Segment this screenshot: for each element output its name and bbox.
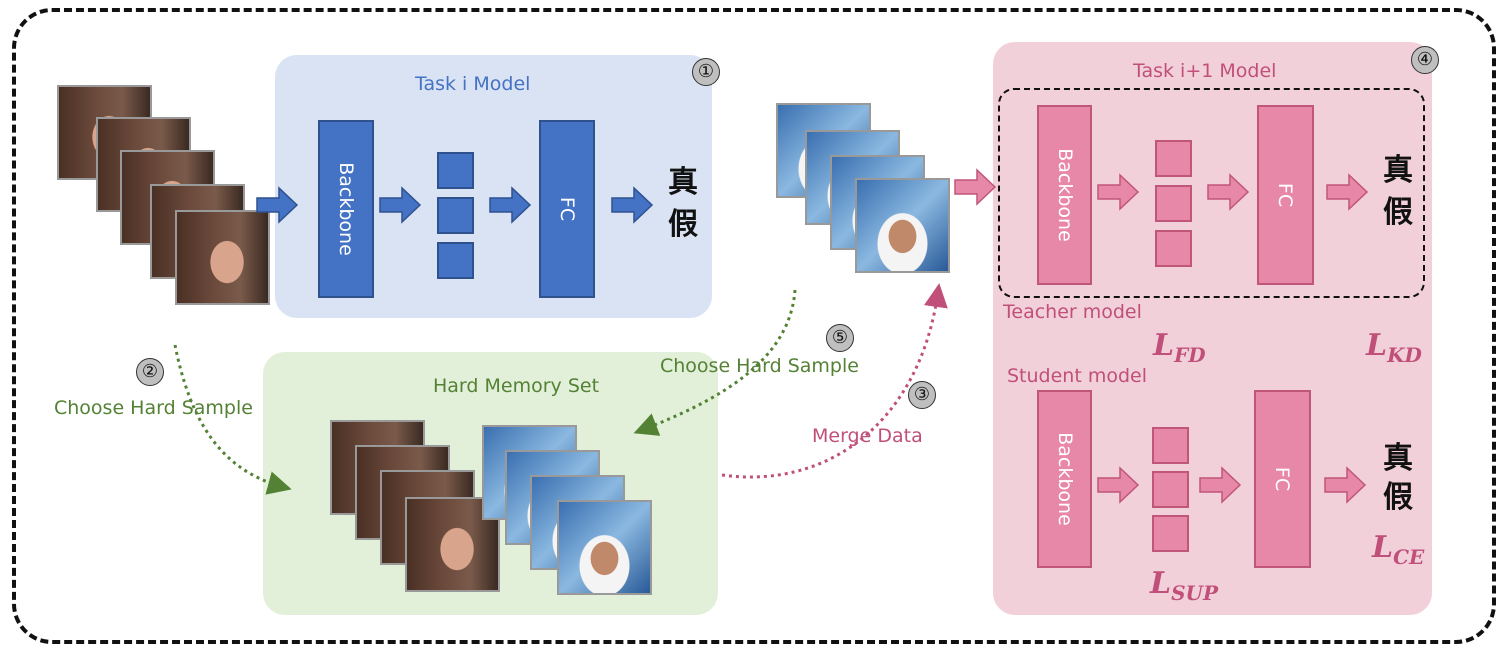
arrow-icon [489,186,532,224]
real-label: 真 [668,165,698,200]
teacher-model-label: Teacher model [1003,301,1142,323]
step-2-badge: ② [136,358,164,386]
arrow-icon [954,168,997,206]
fake-label: 假 [1383,480,1413,515]
arrow-icon [1199,466,1242,504]
student-backbone: Backbone [1037,390,1092,568]
feature-block [1152,515,1189,552]
arrow-icon [1326,173,1369,211]
arrow-icon [1207,173,1250,211]
loss-sup: LSUP [1150,566,1219,605]
task-i-fc: FC [539,120,595,298]
choose-hard-sample-arrow [173,344,292,495]
real-label: 真 [1383,153,1413,188]
task-i-title: Task i Model [415,73,531,95]
fake-label: 假 [668,207,698,242]
fake-label: 假 [1383,195,1413,230]
teacher-model-box [998,88,1425,298]
merge-data-arrow [721,283,948,479]
real-label: 真 [1383,441,1413,476]
arrow-icon [611,186,654,224]
choose-hard-sample-arrow [633,289,797,436]
arrow-icon [379,186,422,224]
feature-block [1155,230,1192,267]
feature-block [1152,427,1189,464]
feature-block [1155,185,1192,222]
arrow-icon [1097,466,1140,504]
step-5-label: Choose Hard Sample [660,355,859,377]
feature-block [437,242,474,279]
step-2-label: Choose Hard Sample [54,397,253,419]
step-1-badge: ① [692,58,720,86]
teacher-fc: FC [1257,105,1314,285]
feature-block [437,197,474,234]
student-model-label: Student model [1007,365,1147,387]
task-i-backbone: Backbone [318,120,374,298]
arrow-icon [1097,173,1140,211]
hard-memory-title: Hard Memory Set [433,375,600,397]
step-3-badge: ③ [908,381,936,409]
feature-block [437,152,474,189]
teacher-backbone: Backbone [1037,105,1092,285]
step-4-badge: ④ [1411,46,1439,74]
loss-ce: LCE [1372,530,1425,569]
loss-fd: LFD [1153,328,1206,367]
new-task-image [855,178,950,273]
memory-fake-image [557,500,652,595]
student-fc: FC [1254,390,1311,568]
step-5-badge: ⑤ [826,324,854,352]
task-i1-title: Task i+1 Model [1133,60,1277,82]
arrow-icon [1324,466,1367,504]
feature-block [1155,140,1192,177]
outer-frame [12,8,1496,644]
arrow-icon [256,186,299,224]
feature-block [1152,471,1189,508]
real-face-image [175,210,270,305]
loss-kd: LKD [1366,328,1422,367]
